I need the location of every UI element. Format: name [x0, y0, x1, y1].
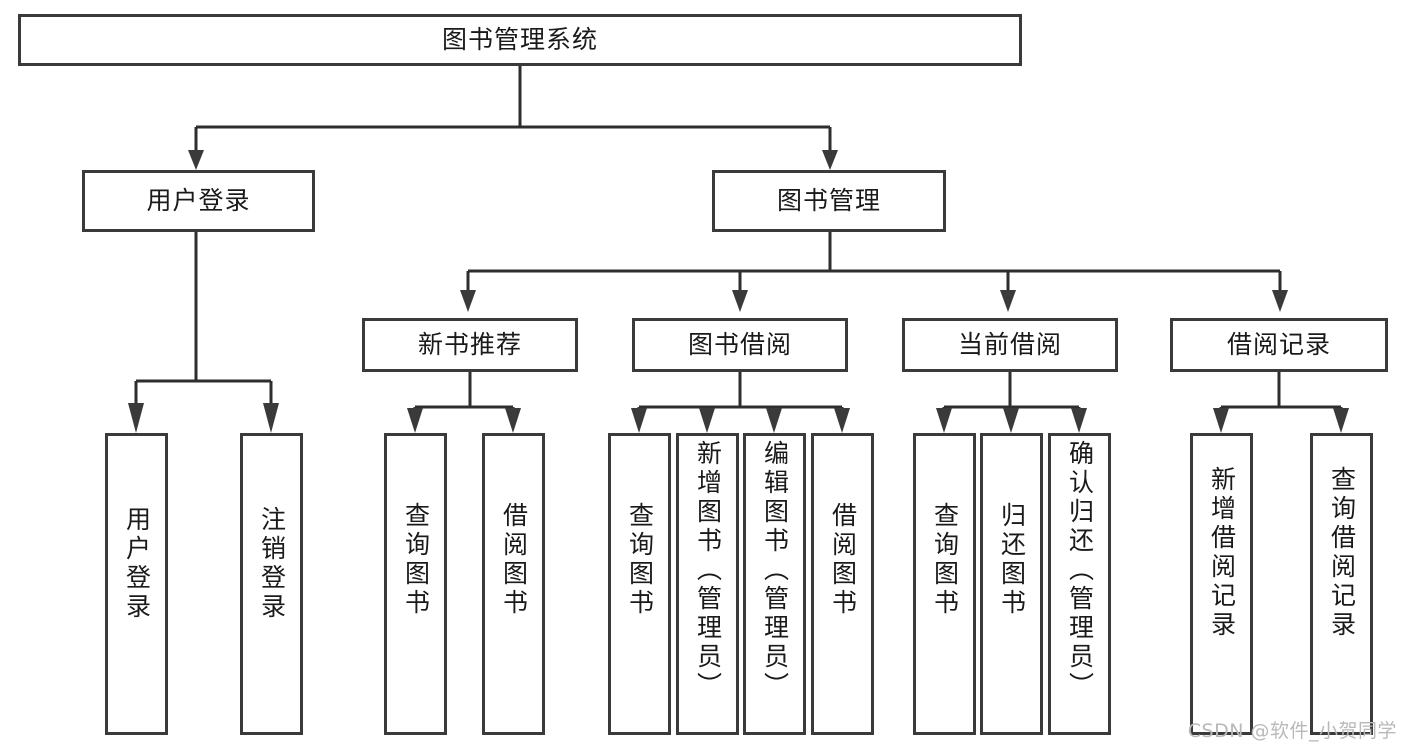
arrowhead-leaf-add-record	[1213, 408, 1229, 433]
node-leaf-logout-login[interactable]: 注销登录	[240, 433, 303, 735]
node-leaf-query-book-1[interactable]: 查询图书	[384, 433, 447, 735]
node-book-manage-label: 图书管理	[776, 186, 881, 216]
arrowhead-current-borrow	[1000, 290, 1016, 312]
node-leaf-borrow-book-1-label: 借阅图书	[499, 502, 529, 618]
arrowhead-leaf-query-book-1	[407, 408, 423, 433]
arrowhead-leaf-user-login	[128, 403, 144, 433]
node-current-borrow-label: 当前借阅	[957, 330, 1062, 360]
arrowhead-leaf-edit-book	[766, 408, 782, 433]
node-leaf-user-login-label: 用户登录	[122, 506, 152, 622]
node-leaf-return-book-label: 归还图书	[997, 502, 1027, 618]
node-leaf-edit-book[interactable]: 编辑图书（管理员）	[743, 433, 806, 735]
arrowhead-new-book-recommend	[460, 290, 476, 312]
node-leaf-add-record[interactable]: 新增借阅记录	[1190, 433, 1253, 735]
node-leaf-query-record-label: 查询借阅记录	[1327, 466, 1357, 640]
arrowhead-leaf-borrow-book-2	[834, 408, 850, 433]
node-user-login[interactable]: 用户登录	[82, 170, 315, 232]
node-leaf-query-book-1-label: 查询图书	[401, 502, 431, 618]
node-leaf-borrow-book-2[interactable]: 借阅图书	[811, 433, 874, 735]
node-leaf-query-book-3[interactable]: 查询图书	[913, 433, 976, 735]
node-book-manage[interactable]: 图书管理	[712, 170, 946, 232]
node-leaf-edit-book-label: 编辑图书（管理员）	[760, 440, 790, 701]
arrowhead-leaf-return-book	[1003, 408, 1019, 433]
node-new-book-recommend-label: 新书推荐	[417, 330, 522, 360]
node-leaf-borrow-book-1[interactable]: 借阅图书	[482, 433, 545, 735]
node-leaf-query-record[interactable]: 查询借阅记录	[1310, 433, 1373, 735]
node-leaf-query-book-2-label: 查询图书	[625, 502, 655, 618]
node-root-label: 图书管理系统	[441, 25, 598, 55]
node-book-borrow-label: 图书借阅	[687, 330, 792, 360]
watermark: CSDN @软件_小贺同学	[1187, 720, 1397, 742]
arrowhead-book-borrow	[732, 290, 748, 312]
node-leaf-confirm-return[interactable]: 确认归还（管理员）	[1048, 433, 1111, 735]
arrowhead-book-manage	[822, 150, 838, 170]
node-leaf-confirm-return-label: 确认归还（管理员）	[1065, 440, 1095, 701]
node-leaf-query-book-3-label: 查询图书	[930, 502, 960, 618]
arrowhead-leaf-borrow-book-1	[505, 408, 521, 433]
node-book-borrow[interactable]: 图书借阅	[632, 318, 848, 372]
node-root[interactable]: 图书管理系统	[18, 14, 1022, 66]
node-borrow-record-label: 借阅记录	[1226, 330, 1331, 360]
node-leaf-borrow-book-2-label: 借阅图书	[828, 502, 858, 618]
node-leaf-user-login[interactable]: 用户登录	[105, 433, 168, 735]
arrowhead-leaf-query-record	[1333, 408, 1349, 433]
arrowhead-user-login	[188, 150, 204, 170]
arrowhead-leaf-query-book-2	[631, 408, 647, 433]
arrowhead-borrow-record	[1272, 290, 1288, 312]
node-current-borrow[interactable]: 当前借阅	[902, 318, 1118, 372]
arrowhead-leaf-add-book	[699, 408, 715, 433]
node-leaf-return-book[interactable]: 归还图书	[980, 433, 1043, 735]
node-borrow-record[interactable]: 借阅记录	[1170, 318, 1388, 372]
arrowhead-leaf-confirm-return	[1071, 408, 1087, 433]
node-leaf-query-book-2[interactable]: 查询图书	[608, 433, 671, 735]
node-new-book-recommend[interactable]: 新书推荐	[362, 318, 578, 372]
arrowhead-leaf-query-book-3	[936, 408, 952, 433]
node-leaf-add-record-label: 新增借阅记录	[1207, 466, 1237, 640]
node-leaf-add-book-label: 新增图书（管理员）	[693, 440, 723, 701]
node-leaf-add-book[interactable]: 新增图书（管理员）	[676, 433, 739, 735]
node-user-login-label: 用户登录	[146, 186, 251, 216]
arrowhead-leaf-logout-login	[263, 403, 279, 433]
node-leaf-logout-login-label: 注销登录	[257, 506, 287, 622]
